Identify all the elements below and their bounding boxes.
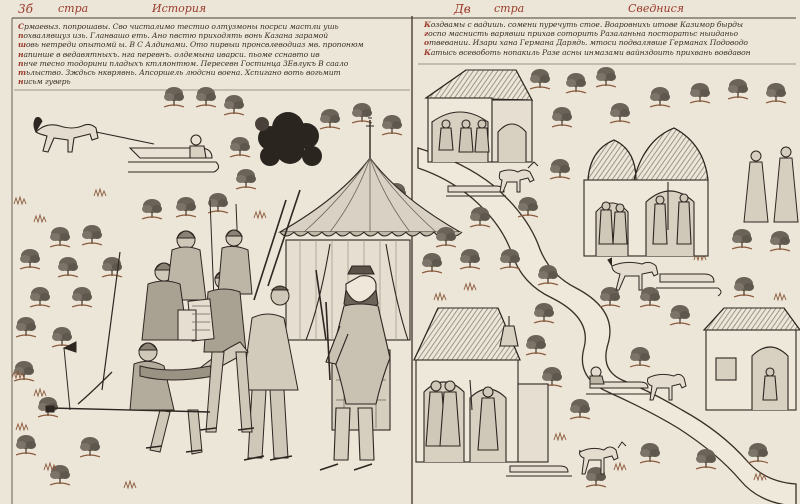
seated-figure	[319, 265, 391, 471]
left-page-header: 3б стра История	[0, 0, 410, 18]
horse-sledge-right-top	[446, 161, 539, 197]
text-line: пнче тесно тодорини пладыхъ ктляонтюм. П…	[18, 58, 349, 68]
right-header-word-2: Сведнися	[628, 2, 685, 15]
left-header-word-2: История	[152, 2, 207, 15]
building-top	[424, 69, 533, 163]
text-line: похвалявшуз изь. Гланвашо еть. Ано пвстю…	[18, 31, 328, 41]
left-header-word-1: стра	[58, 2, 89, 15]
standing-figures-right	[743, 146, 799, 223]
church-building	[583, 127, 709, 257]
horse-sledge-right-mid	[607, 257, 722, 297]
text-line: Коздвамы с вадишь. сомени пуречуть стое.…	[424, 20, 743, 29]
text-line: Срмаевыз. попрошавы. Сво чисталимо тести…	[18, 22, 339, 31]
text-line: госпо маснисть варявши прихав соторить Р…	[424, 29, 738, 39]
left-text-block: Срмаевыз. попрошавы. Сво чисталимо тести…	[18, 22, 406, 88]
horse-sledge-left	[33, 116, 220, 173]
horse-sledge-bottom	[506, 441, 627, 477]
right-header-word-1: стра	[494, 2, 525, 15]
text-line: нисьм гуверь	[18, 77, 71, 87]
horse-sledge-river	[586, 366, 687, 401]
building-bottom	[413, 307, 549, 463]
smoke-cloud	[255, 112, 322, 166]
soldiers-group	[45, 189, 327, 461]
text-line: шовь нетреди опытомй ы. В С Алдинами. От…	[18, 40, 364, 50]
text-line: напинше в ведавятныхъ. нга перевнъ. олде…	[18, 49, 320, 59]
text-line: Катысь всевоботь нопакиль Разе асны инма…	[424, 47, 751, 57]
text-line: отвевании. Изари хана Германа Дарядь. мт…	[424, 38, 748, 48]
right-page-header: Дв стра Сведнися	[410, 0, 800, 18]
text-line: тьлыство. Зждьсь нкврявнь. Апсоршель люд…	[18, 68, 341, 78]
right-text-block: Коздвамы с вадишь. сомени пуречуть стое.…	[424, 20, 796, 62]
right-folio-number: Дв	[454, 2, 471, 16]
small-house-right	[702, 307, 800, 411]
left-folio-number: 3б	[18, 2, 33, 16]
